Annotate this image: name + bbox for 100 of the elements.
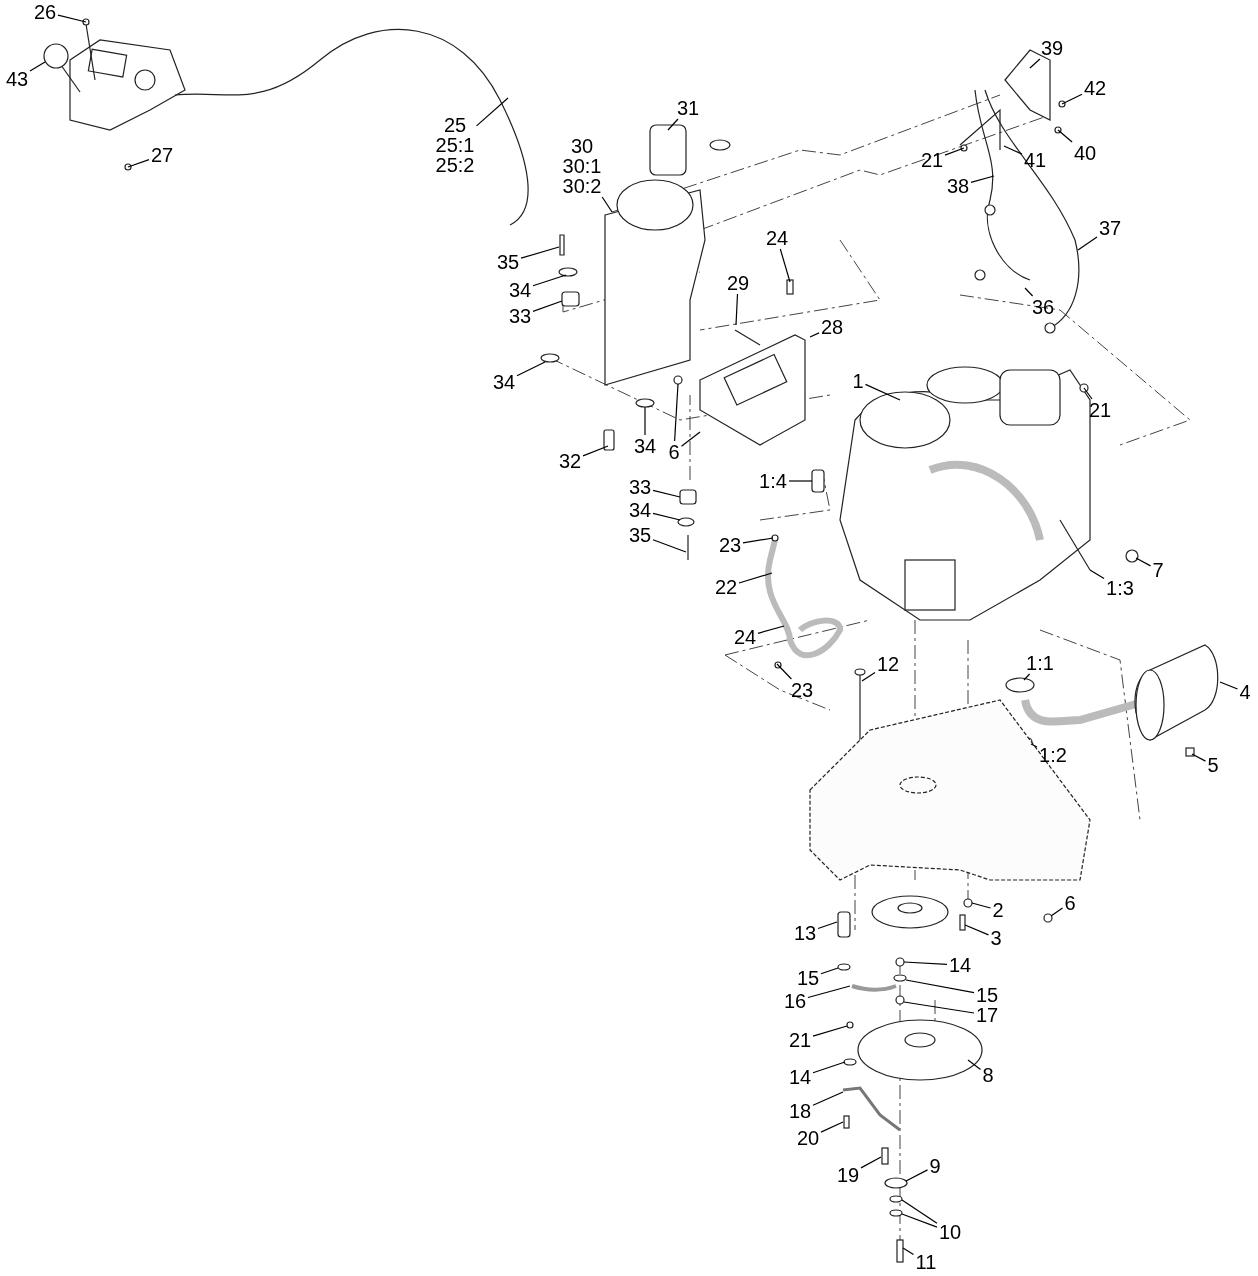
callout-number: 40 [1073,143,1097,163]
leader-line [127,159,150,168]
callout-number: 37 [1098,218,1122,238]
leader-line [652,512,681,521]
callout-number: 41 [1023,150,1047,170]
callout-number: 23 [790,680,814,700]
leader-line [475,97,509,127]
callout-number: 38 [946,176,970,196]
leader-line [680,431,701,447]
leader-line [1024,287,1034,297]
callout-number: 19 [836,1165,860,1185]
leader-line [1003,145,1023,155]
leader-line [1023,673,1031,681]
leader-line [532,274,567,287]
leader-line [779,248,791,283]
callout-number: 34 [628,500,652,520]
callout-number: 29 [726,273,750,293]
leader-line [905,979,975,994]
leader-line [1061,93,1083,105]
leader-line [1077,236,1098,251]
callout-number: 24 [765,228,789,248]
leader-line [1050,907,1064,917]
callout-number: 13 [793,923,817,943]
callout-number: 25 [443,115,467,135]
leader-line [738,572,773,584]
callout-number: 27 [150,145,174,165]
leader-line [812,1091,844,1106]
callout-number: 30:1 [562,156,602,176]
callout-number: 21 [788,1030,812,1050]
callout-number: 35 [628,525,652,545]
leader-line [964,924,990,936]
leader-line [1083,387,1093,400]
leader-line [901,1199,938,1224]
leader-line [601,196,613,213]
leader-line [757,625,785,634]
callout-number: 8 [982,1065,994,1085]
callout-number: 16 [783,991,807,1011]
callout-number: 33 [508,306,532,326]
callout-number: 18 [788,1101,812,1121]
leader-line [809,332,820,338]
callout-number: 1 [852,371,864,391]
callout-number: 35 [496,252,520,272]
callout-number: 24 [733,627,757,647]
leader-line [742,537,774,544]
leader-line [967,1059,982,1070]
callout-number: 25:1 [435,135,475,155]
callout-number: 39 [1040,38,1064,58]
callout-number: 21 [1088,400,1112,420]
callout-number: 11 [915,1252,937,1272]
callout-number: 42 [1083,78,1107,98]
callout-number: 7 [1152,560,1164,580]
callout-number: 14 [788,1067,812,1087]
callout-number: 34 [633,436,657,456]
leader-line [902,1247,915,1255]
callout-number: 10 [938,1222,962,1242]
leader-line [652,539,687,553]
leader-line [1029,58,1041,69]
leader-line [516,361,546,377]
leader-line [674,383,679,442]
leader-line [861,671,876,682]
callout-number: 15 [975,985,999,1005]
callout-number: 20 [796,1128,820,1148]
callout-number: 6 [668,442,680,462]
callout-number: 15 [796,968,820,988]
leader-line [1191,753,1207,762]
callout-number: 21 [920,150,944,170]
callout-number: 30:2 [562,176,602,196]
leader-line [1089,569,1105,579]
leader-line [520,246,560,259]
leader-line [820,1121,844,1133]
leader-line [735,293,739,326]
leader-line [817,921,838,930]
leader-line [667,118,679,131]
callout-number: 1:4 [759,471,787,491]
callout-number: 1:2 [1039,745,1067,765]
callout-number: 4 [1239,682,1251,702]
leader-line [970,175,995,183]
callout-number: 6 [1064,893,1076,913]
leader-line [903,961,948,965]
leader-line [812,1061,846,1074]
callout-number: 5 [1207,755,1219,775]
leader-line [644,406,646,436]
callout-number: 26 [33,2,57,22]
callout-number: 3 [990,928,1002,948]
leader-line [905,1169,929,1182]
leader-line [29,61,46,72]
leader-line [860,1156,882,1169]
leader-line [532,300,563,312]
callout-number: 36 [1031,297,1055,317]
callout-number: 34 [492,372,516,392]
leader-line [864,383,901,401]
leader-line [788,480,813,482]
leader-line [1219,681,1239,690]
callout-number: 22 [714,577,738,597]
leader-line [944,147,965,156]
leader-line [776,663,792,680]
leader-line [901,1213,938,1228]
callout-number: 14 [948,955,972,975]
callout-number: 1:1 [1026,653,1054,673]
callout-number: 23 [718,535,742,555]
